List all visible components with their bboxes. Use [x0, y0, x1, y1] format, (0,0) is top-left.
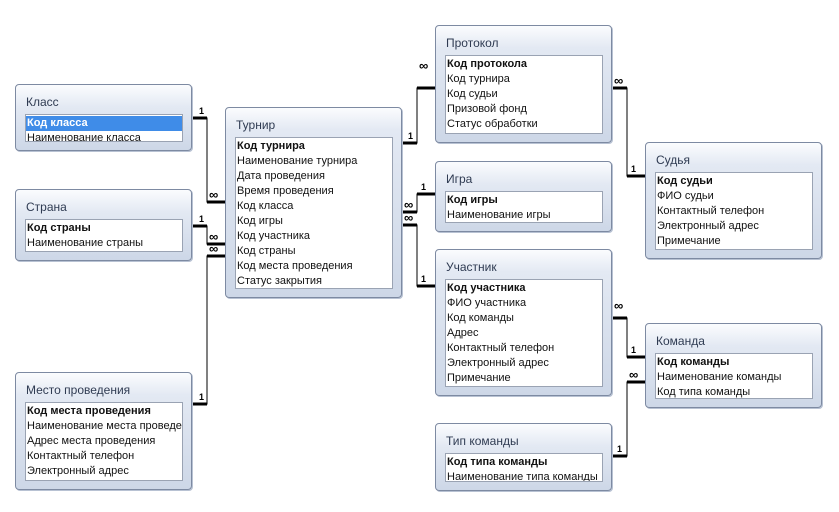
- field-item[interactable]: Код класса: [237, 200, 294, 212]
- table-title[interactable]: Игра: [446, 172, 473, 186]
- field-item[interactable]: Код судьи: [447, 88, 498, 100]
- table-title[interactable]: Класс: [26, 95, 59, 109]
- field-item[interactable]: Наименование страны: [27, 237, 144, 249]
- cardinality-one-label: 1: [631, 345, 636, 355]
- cardinality-one-label: 1: [421, 274, 426, 284]
- field-item[interactable]: Код турнира: [447, 73, 510, 85]
- field-item[interactable]: Адрес места проведения: [27, 435, 156, 447]
- cardinality-many-label: ∞: [209, 187, 218, 202]
- cardinality-many-label: ∞: [614, 73, 623, 88]
- field-item[interactable]: Призовой фонд: [447, 103, 527, 115]
- field-item[interactable]: Код участника: [237, 230, 311, 242]
- primary-key-field[interactable]: Код турнира: [237, 140, 305, 152]
- cardinality-many-label: ∞: [419, 58, 428, 73]
- field-item[interactable]: Электронный адрес: [27, 465, 129, 477]
- relationship-line[interactable]: [402, 224, 435, 287]
- field-item[interactable]: Дата проведения: [237, 170, 325, 182]
- relationship-line[interactable]: [192, 255, 225, 405]
- table-title[interactable]: Протокол: [446, 36, 499, 50]
- table-title[interactable]: Участник: [446, 260, 497, 274]
- field-item[interactable]: Наименование игры: [447, 209, 551, 221]
- field-item[interactable]: Контактный телефон: [657, 205, 765, 217]
- primary-key-field[interactable]: Код игры: [447, 194, 498, 206]
- field-item[interactable]: Наименование типа команды: [447, 471, 598, 482]
- field-item[interactable]: Электронный адрес: [447, 357, 549, 369]
- cardinality-many-label: ∞: [209, 241, 218, 256]
- cardinality-one-label: 1: [617, 444, 622, 454]
- field-item[interactable]: Код места проведения: [237, 260, 353, 272]
- table-title[interactable]: Турнир: [236, 118, 276, 132]
- primary-key-field[interactable]: Код класса: [26, 116, 182, 131]
- table-title[interactable]: Команда: [656, 334, 705, 348]
- primary-key-field[interactable]: Код команды: [657, 356, 730, 368]
- cardinality-one-label: 1: [631, 164, 636, 174]
- relationship-line[interactable]: [612, 317, 645, 358]
- field-item[interactable]: Код страны: [237, 245, 296, 257]
- field-item[interactable]: Электронный адрес: [657, 220, 759, 232]
- cardinality-one-label: 1: [199, 392, 204, 402]
- field-item[interactable]: Наименование турнира: [237, 155, 358, 167]
- cardinality-many-label: ∞: [614, 298, 623, 313]
- relationship-line[interactable]: [612, 87, 645, 177]
- relationship-line[interactable]: [402, 87, 435, 144]
- table-title[interactable]: Судья: [656, 153, 691, 167]
- primary-key-field[interactable]: Код судьи: [657, 175, 713, 187]
- cardinality-many-label: ∞: [404, 210, 413, 225]
- field-item[interactable]: Наименование класса: [27, 132, 141, 142]
- cardinality-one-label: 1: [421, 182, 426, 192]
- field-item[interactable]: Примечание: [447, 372, 511, 384]
- table-title[interactable]: Страна: [26, 200, 67, 214]
- cardinality-many-label: ∞: [629, 367, 638, 382]
- cardinality-one-label: 1: [199, 106, 204, 116]
- field-item[interactable]: Наименование команды: [657, 371, 782, 383]
- field-item[interactable]: Статус обработки: [447, 118, 538, 130]
- field-item[interactable]: Статус закрытия: [237, 275, 322, 287]
- primary-key-field[interactable]: Код типа команды: [447, 456, 548, 468]
- field-item[interactable]: Код типа команды: [657, 386, 751, 398]
- field-item[interactable]: Примечание: [657, 235, 721, 247]
- field-item[interactable]: Контактный телефон: [447, 342, 555, 354]
- cardinality-many-label: ∞: [209, 229, 218, 244]
- cardinality-one-label: 1: [408, 131, 413, 141]
- cardinality-one-label: 1: [199, 214, 204, 224]
- field-item[interactable]: Код команды: [447, 312, 514, 324]
- field-item[interactable]: Адрес: [447, 327, 479, 339]
- primary-key-field[interactable]: Код страны: [27, 222, 91, 234]
- field-item[interactable]: Контактный телефон: [27, 450, 135, 462]
- primary-key-field[interactable]: Код участника: [447, 282, 526, 294]
- primary-key-field[interactable]: Код места проведения: [27, 405, 151, 417]
- cardinality-many-label: ∞: [404, 197, 413, 212]
- field-item[interactable]: ФИО участника: [447, 297, 527, 309]
- table-title[interactable]: Тип команды: [446, 434, 519, 448]
- field-item[interactable]: Наименование места проведения: [27, 420, 183, 432]
- field-item[interactable]: ФИО судьи: [657, 190, 714, 202]
- field-item[interactable]: Код игры: [237, 215, 283, 227]
- primary-key-field[interactable]: Код протокола: [447, 58, 528, 70]
- field-item[interactable]: Время проведения: [237, 185, 334, 197]
- table-title[interactable]: Место проведения: [26, 383, 131, 397]
